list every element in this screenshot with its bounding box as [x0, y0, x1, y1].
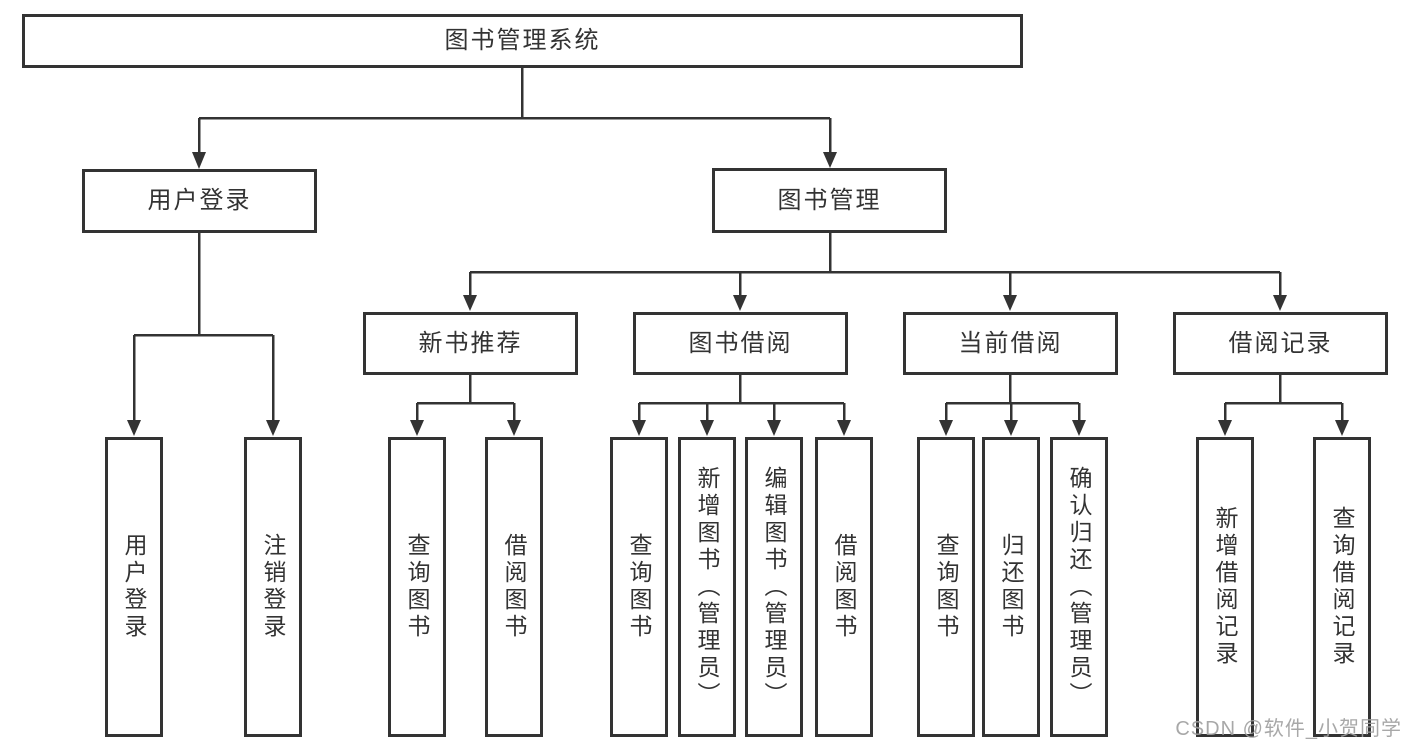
leaf-borrow-book-rec: 借阅图书 [485, 437, 543, 737]
connector-line [1223, 375, 1344, 421]
leaf-logout: 注销登录 [244, 437, 302, 737]
arrowhead-down-icon [192, 152, 206, 169]
leaf-return-book: 归还图书 [982, 437, 1040, 737]
connector-root-to-level2 [192, 68, 837, 169]
arrowhead-down-icon [127, 420, 141, 436]
arrowhead-down-icon [507, 420, 521, 436]
leaf-borrow-book: 借阅图书 [815, 437, 873, 737]
node-root: 图书管理系统 [22, 14, 1023, 68]
arrowhead-down-icon [266, 420, 280, 436]
node-current-borrow: 当前借阅 [903, 312, 1118, 375]
connector-line [637, 375, 846, 421]
arrowhead-down-icon [939, 420, 953, 436]
arrowhead-down-icon [700, 420, 714, 436]
node-user-login: 用户登录 [82, 169, 317, 233]
arrowhead-down-icon [837, 420, 851, 436]
connector-borrow-records-children [1218, 375, 1349, 436]
connector-line [197, 68, 832, 153]
node-book-mgmt: 图书管理 [712, 168, 947, 233]
connector-current-borrow-children [939, 375, 1086, 436]
leaf-add-book-admin: 新增图书（管理员） [678, 437, 736, 737]
watermark: CSDN @软件_小贺同学 [1175, 718, 1402, 740]
arrowhead-down-icon [1072, 420, 1086, 436]
arrowhead-down-icon [463, 295, 477, 311]
leaf-query-book-rec: 查询图书 [388, 437, 446, 737]
leaf-user-login: 用户登录 [105, 437, 163, 737]
connector-line [132, 233, 275, 421]
arrowhead-down-icon [1273, 295, 1287, 311]
connector-book-borrow-children [632, 375, 851, 436]
leaf-query-borrow-record: 查询借阅记录 [1313, 437, 1371, 737]
connector-line [415, 375, 516, 421]
leaf-edit-book-admin: 编辑图书（管理员） [745, 437, 803, 737]
node-borrow-records: 借阅记录 [1173, 312, 1388, 375]
connector-user-login-children [127, 233, 280, 436]
connector-book-mgmt-children [463, 233, 1287, 311]
arrowhead-down-icon [410, 420, 424, 436]
leaf-query-book-current: 查询图书 [917, 437, 975, 737]
connector-new-book-rec-children [410, 375, 521, 436]
arrowhead-down-icon [823, 152, 837, 168]
arrowhead-down-icon [733, 295, 747, 311]
arrowhead-down-icon [632, 420, 646, 436]
node-book-borrow: 图书借阅 [633, 312, 848, 375]
connector-line [944, 375, 1081, 421]
node-new-book-rec: 新书推荐 [363, 312, 578, 375]
arrowhead-down-icon [767, 420, 781, 436]
leaf-query-book-borrow: 查询图书 [610, 437, 668, 737]
arrowhead-down-icon [1003, 295, 1017, 311]
leaf-confirm-return-admin: 确认归还（管理员） [1050, 437, 1108, 737]
arrowhead-down-icon [1335, 420, 1349, 436]
connector-line [468, 233, 1282, 296]
arrowhead-down-icon [1218, 420, 1232, 436]
arrowhead-down-icon [1004, 420, 1018, 436]
leaf-add-borrow-record: 新增借阅记录 [1196, 437, 1254, 737]
